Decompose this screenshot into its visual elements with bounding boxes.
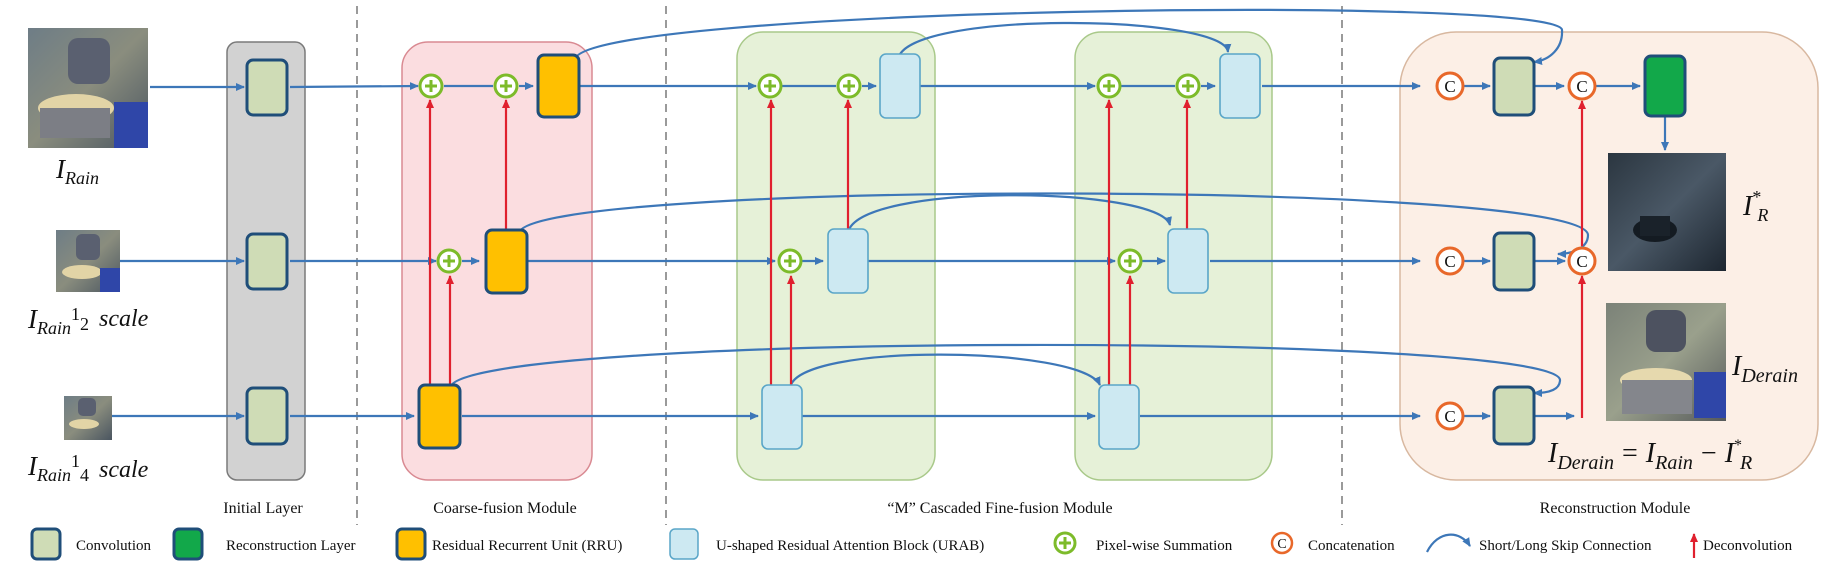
legend-recon-label: Reconstruction Layer: [226, 538, 356, 554]
legend-urab-label: U-shaped Residual Attention Block (URAB): [716, 538, 984, 554]
svg-text:C: C: [1444, 407, 1455, 426]
derain-label: IDerain: [1731, 351, 1798, 387]
conv-block: [1492, 56, 1536, 117]
deconvolution-arrows: [426, 99, 1586, 418]
legend-urab-swatch: [669, 528, 699, 560]
svg-text:C: C: [1444, 77, 1455, 96]
urab-block: [1098, 384, 1140, 450]
rru-blocks: [417, 53, 581, 450]
sum-node: [1096, 73, 1122, 99]
sum-node: [493, 73, 519, 99]
conv-block: [1492, 231, 1536, 292]
legend-recon-swatch: [172, 527, 204, 561]
legend-concat-icon: C: [1270, 531, 1294, 555]
residual-image: [1608, 153, 1726, 271]
legend-skip-label: Short/Long Skip Connection: [1479, 538, 1652, 554]
sum-node: [757, 73, 783, 99]
reconstruction-layer-block: [1643, 54, 1687, 118]
summation-nodes: [418, 73, 1201, 274]
rru-block: [484, 228, 529, 295]
recon-conv-blocks: [1492, 56, 1536, 446]
svg-text:C: C: [1277, 537, 1286, 552]
input-image-half: [56, 230, 120, 292]
legend-sum-label: Pixel-wise Summation: [1096, 538, 1233, 554]
legend-rru-label: Residual Recurrent Unit (RRU): [432, 538, 622, 554]
sum-node: [836, 73, 862, 99]
legend-conv-label: Convolution: [76, 538, 152, 554]
legend-conv-swatch: [30, 527, 62, 561]
module-separators: [356, 6, 1343, 525]
svg-text:C: C: [1444, 252, 1455, 271]
derained-image: [1606, 303, 1726, 421]
concat-node: C: [1435, 246, 1465, 276]
urab-block: [1219, 53, 1261, 119]
input-image-full: [28, 28, 148, 148]
concat-node: C: [1435, 71, 1465, 101]
legend: Convolution Reconstruction Layer Residua…: [30, 527, 1793, 561]
sum-node: [1175, 73, 1201, 99]
conv-block: [245, 386, 289, 446]
initial-layer-label: Initial Layer: [223, 500, 303, 517]
derain-equation: IDerain=IRain−I*R: [1547, 437, 1752, 474]
urab-block: [879, 53, 921, 119]
conv-block: [1492, 385, 1536, 446]
legend-deconv-label: Deconvolution: [1703, 538, 1793, 554]
conv-block: [245, 58, 289, 117]
rru-block: [417, 383, 462, 450]
urab-block: [1167, 228, 1209, 294]
legend-sum-icon: [1053, 531, 1077, 555]
input-image-quarter: [64, 396, 112, 440]
initial-conv-blocks: [245, 58, 289, 446]
sum-node: [418, 73, 444, 99]
urab-block: [761, 384, 803, 450]
legend-rru-swatch: [395, 527, 427, 561]
skip-connections: [448, 8, 1590, 397]
legend-concat-label: Concatenation: [1308, 538, 1395, 554]
reconstruction-label: Reconstruction Module: [1540, 500, 1691, 517]
sum-node: [1117, 248, 1143, 274]
svg-text:C: C: [1576, 252, 1587, 271]
urab-blocks: [761, 53, 1261, 450]
sum-node: [777, 248, 803, 274]
blue-flow-lines: [112, 82, 1669, 420]
fine-fusion-label: “M” Cascaded Fine-fusion Module: [887, 500, 1112, 517]
concat-nodes: C C C C C: [1435, 71, 1597, 431]
sum-node: [436, 248, 462, 274]
conv-block: [245, 232, 289, 291]
legend-skip-icon: [1426, 533, 1471, 553]
concat-node: C: [1567, 246, 1597, 276]
urab-block: [827, 228, 869, 294]
concat-node: C: [1435, 401, 1465, 431]
concat-node: C: [1567, 71, 1597, 101]
residual-label: I*R: [1742, 187, 1768, 225]
coarse-fusion-label: Coarse-fusion Module: [433, 500, 577, 517]
svg-text:C: C: [1576, 77, 1587, 96]
input-label-full: IRain: [55, 154, 99, 188]
rru-block: [536, 53, 581, 119]
